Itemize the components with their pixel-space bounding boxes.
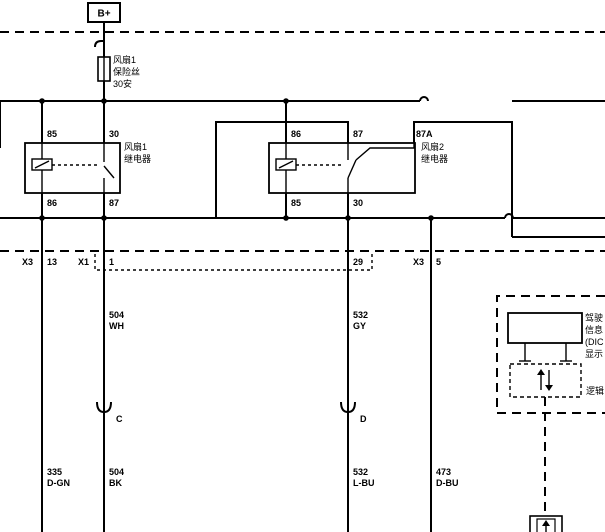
wire-532b-number: 532 xyxy=(353,467,368,477)
relay2-pin87a-wire xyxy=(413,121,513,237)
dic-label-line-3: (DIC xyxy=(585,337,604,347)
relay1-pin-30: 30 xyxy=(109,129,119,139)
connector-x1: X1 xyxy=(78,257,89,267)
relay2-label-line-2: 继电器 xyxy=(421,153,448,164)
fuse-label: 风扇1 保险丝 30安 xyxy=(113,54,140,89)
connector-x3-a: X3 xyxy=(22,257,33,267)
wire-532-number: 532 xyxy=(353,310,368,320)
relay2-pin87-wire xyxy=(215,121,349,218)
left-bus-wire xyxy=(0,100,420,148)
relay-2: 86 87 87A 85 30 风扇2 继电器 xyxy=(215,101,513,237)
relay2-label-line-1: 风扇2 xyxy=(421,141,444,152)
relay1-label-line-2: 继电器 xyxy=(124,153,151,164)
wire-532b-color: L-BU xyxy=(353,478,375,488)
splice-c-label: C xyxy=(116,414,123,424)
power-label: B+ xyxy=(97,9,110,20)
wire-504-color: WH xyxy=(109,321,124,331)
relay2-pin-87a: 87A xyxy=(416,129,433,139)
splice-d-symbol xyxy=(340,401,356,414)
wire-473-color: D-BU xyxy=(436,478,459,488)
fuse-label-line-1: 风扇1 xyxy=(113,54,136,65)
wire-504b-number: 504 xyxy=(109,467,124,477)
relay-1: 85 30 86 87 风扇1 继电器 xyxy=(24,101,151,208)
battery-positive-terminal: B+ xyxy=(87,2,121,23)
connector-x3-a-pin: 13 xyxy=(47,257,57,267)
dic-label-line-1: 驾驶 xyxy=(585,312,603,323)
wire-504-number: 504 xyxy=(109,310,124,320)
wire-335-color: D-GN xyxy=(47,478,70,488)
relay2-pin-86: 86 xyxy=(291,129,301,139)
relay2-pin-87: 87 xyxy=(353,129,363,139)
lower-bus-hop xyxy=(504,213,514,219)
relay1-pin-87: 87 xyxy=(109,198,119,208)
splice-c-symbol xyxy=(96,401,112,414)
relay2-coil-slash xyxy=(278,160,294,169)
connector-x1-pin-29: 29 xyxy=(353,257,363,267)
dic-display xyxy=(507,312,583,344)
relay2-pin-85: 85 xyxy=(291,198,301,208)
data-link-arrow-icon xyxy=(542,520,550,532)
bus-crossover-hop xyxy=(419,96,429,102)
connector-x3-b-pin: 5 xyxy=(436,257,441,267)
dic-logic-label: 逻辑 xyxy=(586,385,604,396)
dic-label-line-4: 显示 xyxy=(585,349,603,359)
relay1-label-line-1: 风扇1 xyxy=(124,141,147,152)
relay2-pin-30: 30 xyxy=(353,198,363,208)
relay1-coil-slash xyxy=(34,160,50,169)
relay2-switch-blade xyxy=(347,159,357,179)
wire-532-color: GY xyxy=(353,321,366,331)
data-arrows-icon xyxy=(537,369,553,391)
fuse-label-line-3: 30安 xyxy=(113,78,132,89)
relay1-pin-85: 85 xyxy=(47,129,57,139)
connector-x3-b: X3 xyxy=(413,257,424,267)
wire-473-number: 473 xyxy=(436,467,451,477)
dic-logic-box xyxy=(509,363,582,398)
relay1-switch-blade xyxy=(103,165,115,179)
fuse-label-line-2: 保险丝 xyxy=(113,66,140,77)
dic-label-line-2: 信息 xyxy=(585,324,603,335)
splice-d-label: D xyxy=(360,414,367,424)
dic-module: 驾驶 信息 (DIC 显示 逻辑 xyxy=(496,295,605,532)
wire-335-number: 335 xyxy=(47,467,62,477)
wire-504b-color: BK xyxy=(109,478,122,488)
connector-x1-pin: 1 xyxy=(109,257,114,267)
feed-hook xyxy=(94,40,104,48)
relay1-pin-86: 86 xyxy=(47,198,57,208)
dic-module-outline xyxy=(496,295,605,414)
relay2-contact-87a xyxy=(355,143,415,161)
connector-x1-outline xyxy=(94,254,373,271)
